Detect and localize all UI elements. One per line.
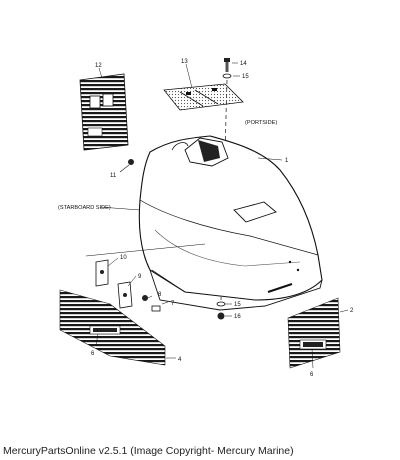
screw-part-14 <box>224 58 230 72</box>
callout-6-right: 6 <box>310 372 314 378</box>
decal-part-12 <box>79 73 129 151</box>
callout-9: 9 <box>138 274 142 280</box>
callout-14: 14 <box>240 61 247 67</box>
callout-1: 1 <box>285 158 289 164</box>
portside-label: (PORTSIDE) <box>245 120 277 126</box>
screw-part-11 <box>128 159 134 165</box>
latch-part-9 <box>117 281 133 309</box>
cover-plate-part-13 <box>163 83 244 111</box>
callout-2: 2 <box>350 308 354 314</box>
washer-part-15-top <box>222 73 232 79</box>
callout-15-top: 15 <box>242 74 249 80</box>
exploded-parts-diagram: 12 13 14 15 1 11 10 9 8 7 15 16 2 4 6 6 … <box>58 58 354 378</box>
callout-7: 7 <box>171 301 175 307</box>
callout-11: 11 <box>110 173 117 179</box>
callout-8: 8 <box>158 292 162 298</box>
nut-part-8 <box>142 295 148 301</box>
bolt-part-7 <box>151 305 161 312</box>
callout-16: 16 <box>234 314 241 320</box>
image-copyright-caption: MercuryPartsOnline v2.5.1 (Image Copyrig… <box>3 445 294 457</box>
callout-10: 10 <box>120 255 127 261</box>
bracket-leader-line <box>85 243 206 257</box>
starboard-side-label: (STARBOARD SIDE) <box>58 205 111 211</box>
callout-15-bottom: 15 <box>234 302 241 308</box>
callout-6-left: 6 <box>91 351 95 357</box>
decal-part-4 <box>59 289 166 366</box>
leader-lines <box>95 62 349 369</box>
bracket-part-10 <box>95 259 109 287</box>
callout-4: 4 <box>178 357 182 363</box>
callout-12: 12 <box>95 63 102 69</box>
callout-13: 13 <box>181 59 188 65</box>
washer-part-15-bottom <box>216 301 226 307</box>
decal-part-2 <box>287 297 341 369</box>
top-cowl-part-1 <box>138 135 323 311</box>
nut-part-16 <box>217 312 225 320</box>
